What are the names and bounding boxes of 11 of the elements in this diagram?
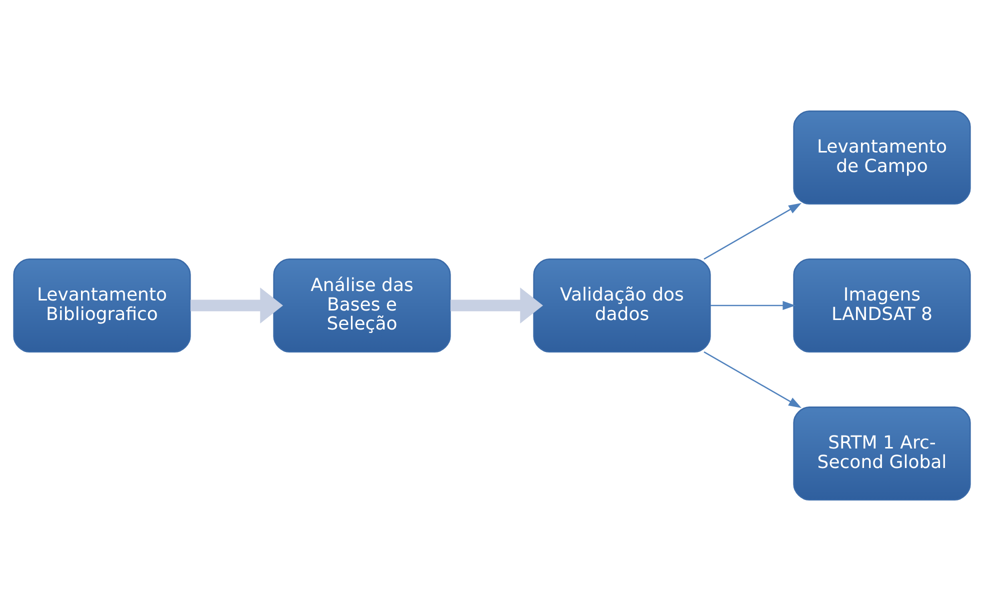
node-box: Imagens LANDSAT 8 [793,258,971,352]
arrow [704,202,802,260]
arrow [704,350,802,408]
arrow [450,286,543,323]
arrow [710,300,796,310]
arrow [190,286,284,323]
node-box: Validação dos dados [533,258,711,352]
node-box: SRTM 1 Arc-Second Global [793,406,971,500]
node-box: Levantamento de Campo [793,110,971,204]
node-box: Levantamento Bibliografico [13,258,191,352]
node-box: Análise das Bases e Seleção [273,258,451,352]
